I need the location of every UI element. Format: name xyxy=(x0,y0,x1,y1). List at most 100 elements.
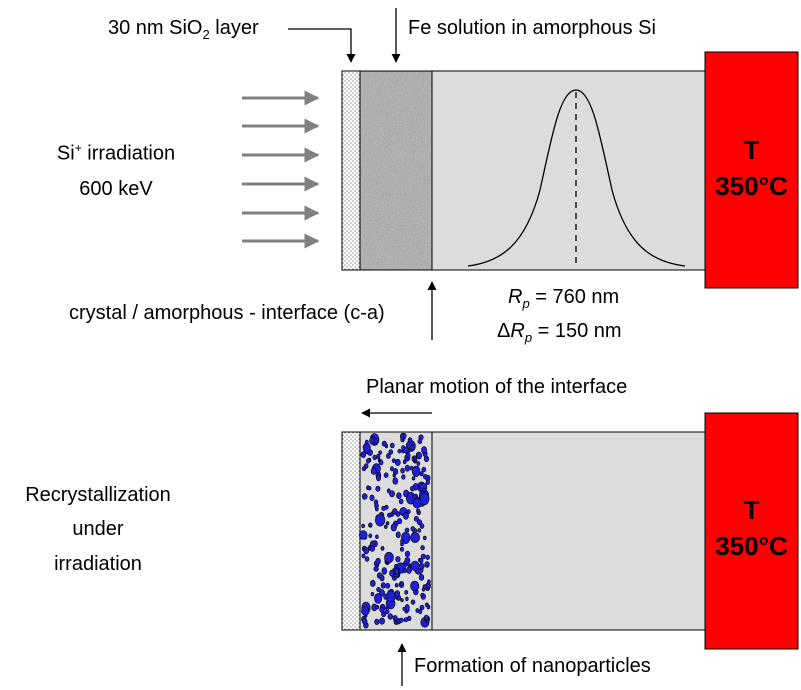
nanoparticle xyxy=(392,473,396,478)
nanoparticle xyxy=(397,518,403,525)
nanoparticle xyxy=(361,553,366,559)
top-sample xyxy=(341,51,799,289)
nanoparticle xyxy=(369,437,375,445)
nanoparticle xyxy=(403,617,409,623)
nanoparticle xyxy=(410,599,416,605)
nanoparticle xyxy=(366,458,371,464)
nanoparticle xyxy=(420,553,426,560)
nanoparticle xyxy=(376,586,381,592)
nanoparticle xyxy=(379,617,385,625)
nanoparticle xyxy=(374,506,379,512)
nanoparticle xyxy=(378,460,384,466)
nanoparticle xyxy=(426,579,431,584)
nanoparticle xyxy=(420,592,425,598)
nanoparticle xyxy=(369,545,375,552)
nanoparticle xyxy=(422,474,428,480)
energy-label: 600 keV xyxy=(79,178,153,200)
nanoparticle xyxy=(361,606,370,616)
nanoparticle xyxy=(386,488,391,494)
nanoparticle xyxy=(402,511,409,520)
nanoparticle xyxy=(401,474,406,480)
interface-label: crystal / amorphous - interface (c-a) xyxy=(69,302,385,324)
nanoparticle xyxy=(412,457,416,462)
nanoparticle xyxy=(373,566,379,572)
nanoparticle xyxy=(416,461,421,466)
nanoparticle xyxy=(394,590,400,597)
nanoparticle xyxy=(396,492,402,500)
nanoparticle xyxy=(409,444,415,451)
irradiation-label: Si+ irradiation xyxy=(56,141,176,165)
nanoparticle xyxy=(364,439,369,445)
nanoparticle xyxy=(411,476,416,481)
nanoparticle xyxy=(369,579,376,587)
nanoparticle xyxy=(421,587,426,592)
nanoparticle xyxy=(389,569,395,577)
nanoparticle xyxy=(411,465,421,477)
nanoparticle xyxy=(367,486,372,491)
nanoparticle xyxy=(370,467,377,475)
delta-rp-label: ΔRp = 150 nm xyxy=(497,320,622,345)
nanoparticle xyxy=(419,523,425,529)
substrate-layer xyxy=(431,431,706,631)
fe-solution-label: Fe solution in amorphous Si xyxy=(408,17,656,39)
nanoparticle xyxy=(422,487,427,493)
oxide-label: 30 nm SiO2 layer xyxy=(108,17,259,42)
nanoparticle xyxy=(358,530,368,540)
sio2-layer xyxy=(341,70,361,271)
motion-label: Planar motion of the interface xyxy=(366,376,628,398)
nanoparticle xyxy=(417,438,423,445)
nanoparticle xyxy=(379,574,385,582)
nanoparticle xyxy=(375,604,380,610)
nanoparticles xyxy=(358,432,432,629)
nanoparticle xyxy=(361,493,368,500)
nanoparticle xyxy=(380,582,386,589)
nanoparticle xyxy=(402,433,407,439)
nanoparticle xyxy=(379,606,385,613)
nanoparticle xyxy=(381,567,387,575)
nanoparticle xyxy=(404,464,411,472)
nanoparticle xyxy=(410,526,416,532)
nanoparticle xyxy=(402,568,407,574)
nanoparticle xyxy=(401,445,406,451)
nanoparticle xyxy=(405,452,411,459)
nanoparticle xyxy=(368,522,372,527)
nanoparticle xyxy=(422,535,427,541)
nanoparticle xyxy=(392,477,399,485)
nanoparticle xyxy=(395,531,401,539)
nanoparticle xyxy=(395,556,401,563)
nanoparticle xyxy=(360,451,366,458)
nanoparticle xyxy=(412,497,422,509)
nanoparticle xyxy=(409,485,415,492)
nanoparticle xyxy=(389,490,395,498)
nanoparticle xyxy=(389,442,395,449)
nanoparticle xyxy=(400,539,404,544)
nanoparticle xyxy=(406,566,412,574)
nanoparticle xyxy=(424,602,429,607)
nanoparticle xyxy=(361,466,367,472)
nanoparticle xyxy=(394,563,398,569)
nanoparticle xyxy=(407,563,412,568)
nanoparticle xyxy=(375,513,386,527)
nanoparticle xyxy=(380,546,385,551)
nanoparticle xyxy=(375,474,381,482)
nanoparticle xyxy=(387,613,393,620)
nanoparticle xyxy=(407,437,413,443)
nanoparticle xyxy=(416,508,420,513)
rp-label: Rp = 760 nm xyxy=(508,286,620,311)
recrystallization-label-2: under xyxy=(72,518,124,540)
nanoparticle xyxy=(418,608,423,615)
nanoparticle xyxy=(409,465,414,471)
nanoparticle xyxy=(399,617,404,623)
nanoparticle xyxy=(394,583,399,588)
nanoparticle xyxy=(392,615,398,622)
nanoparticle xyxy=(374,593,383,604)
nanoparticle xyxy=(425,479,430,485)
implant-profile-curve xyxy=(467,89,686,267)
nanoparticle xyxy=(362,617,368,625)
nanoparticle xyxy=(384,444,389,449)
temperature-label-bottom: T 350°C xyxy=(715,495,788,562)
nanoparticle xyxy=(386,453,391,459)
nanoparticle xyxy=(383,593,389,600)
nanoparticle xyxy=(410,580,420,592)
nanoparticle xyxy=(423,455,430,463)
